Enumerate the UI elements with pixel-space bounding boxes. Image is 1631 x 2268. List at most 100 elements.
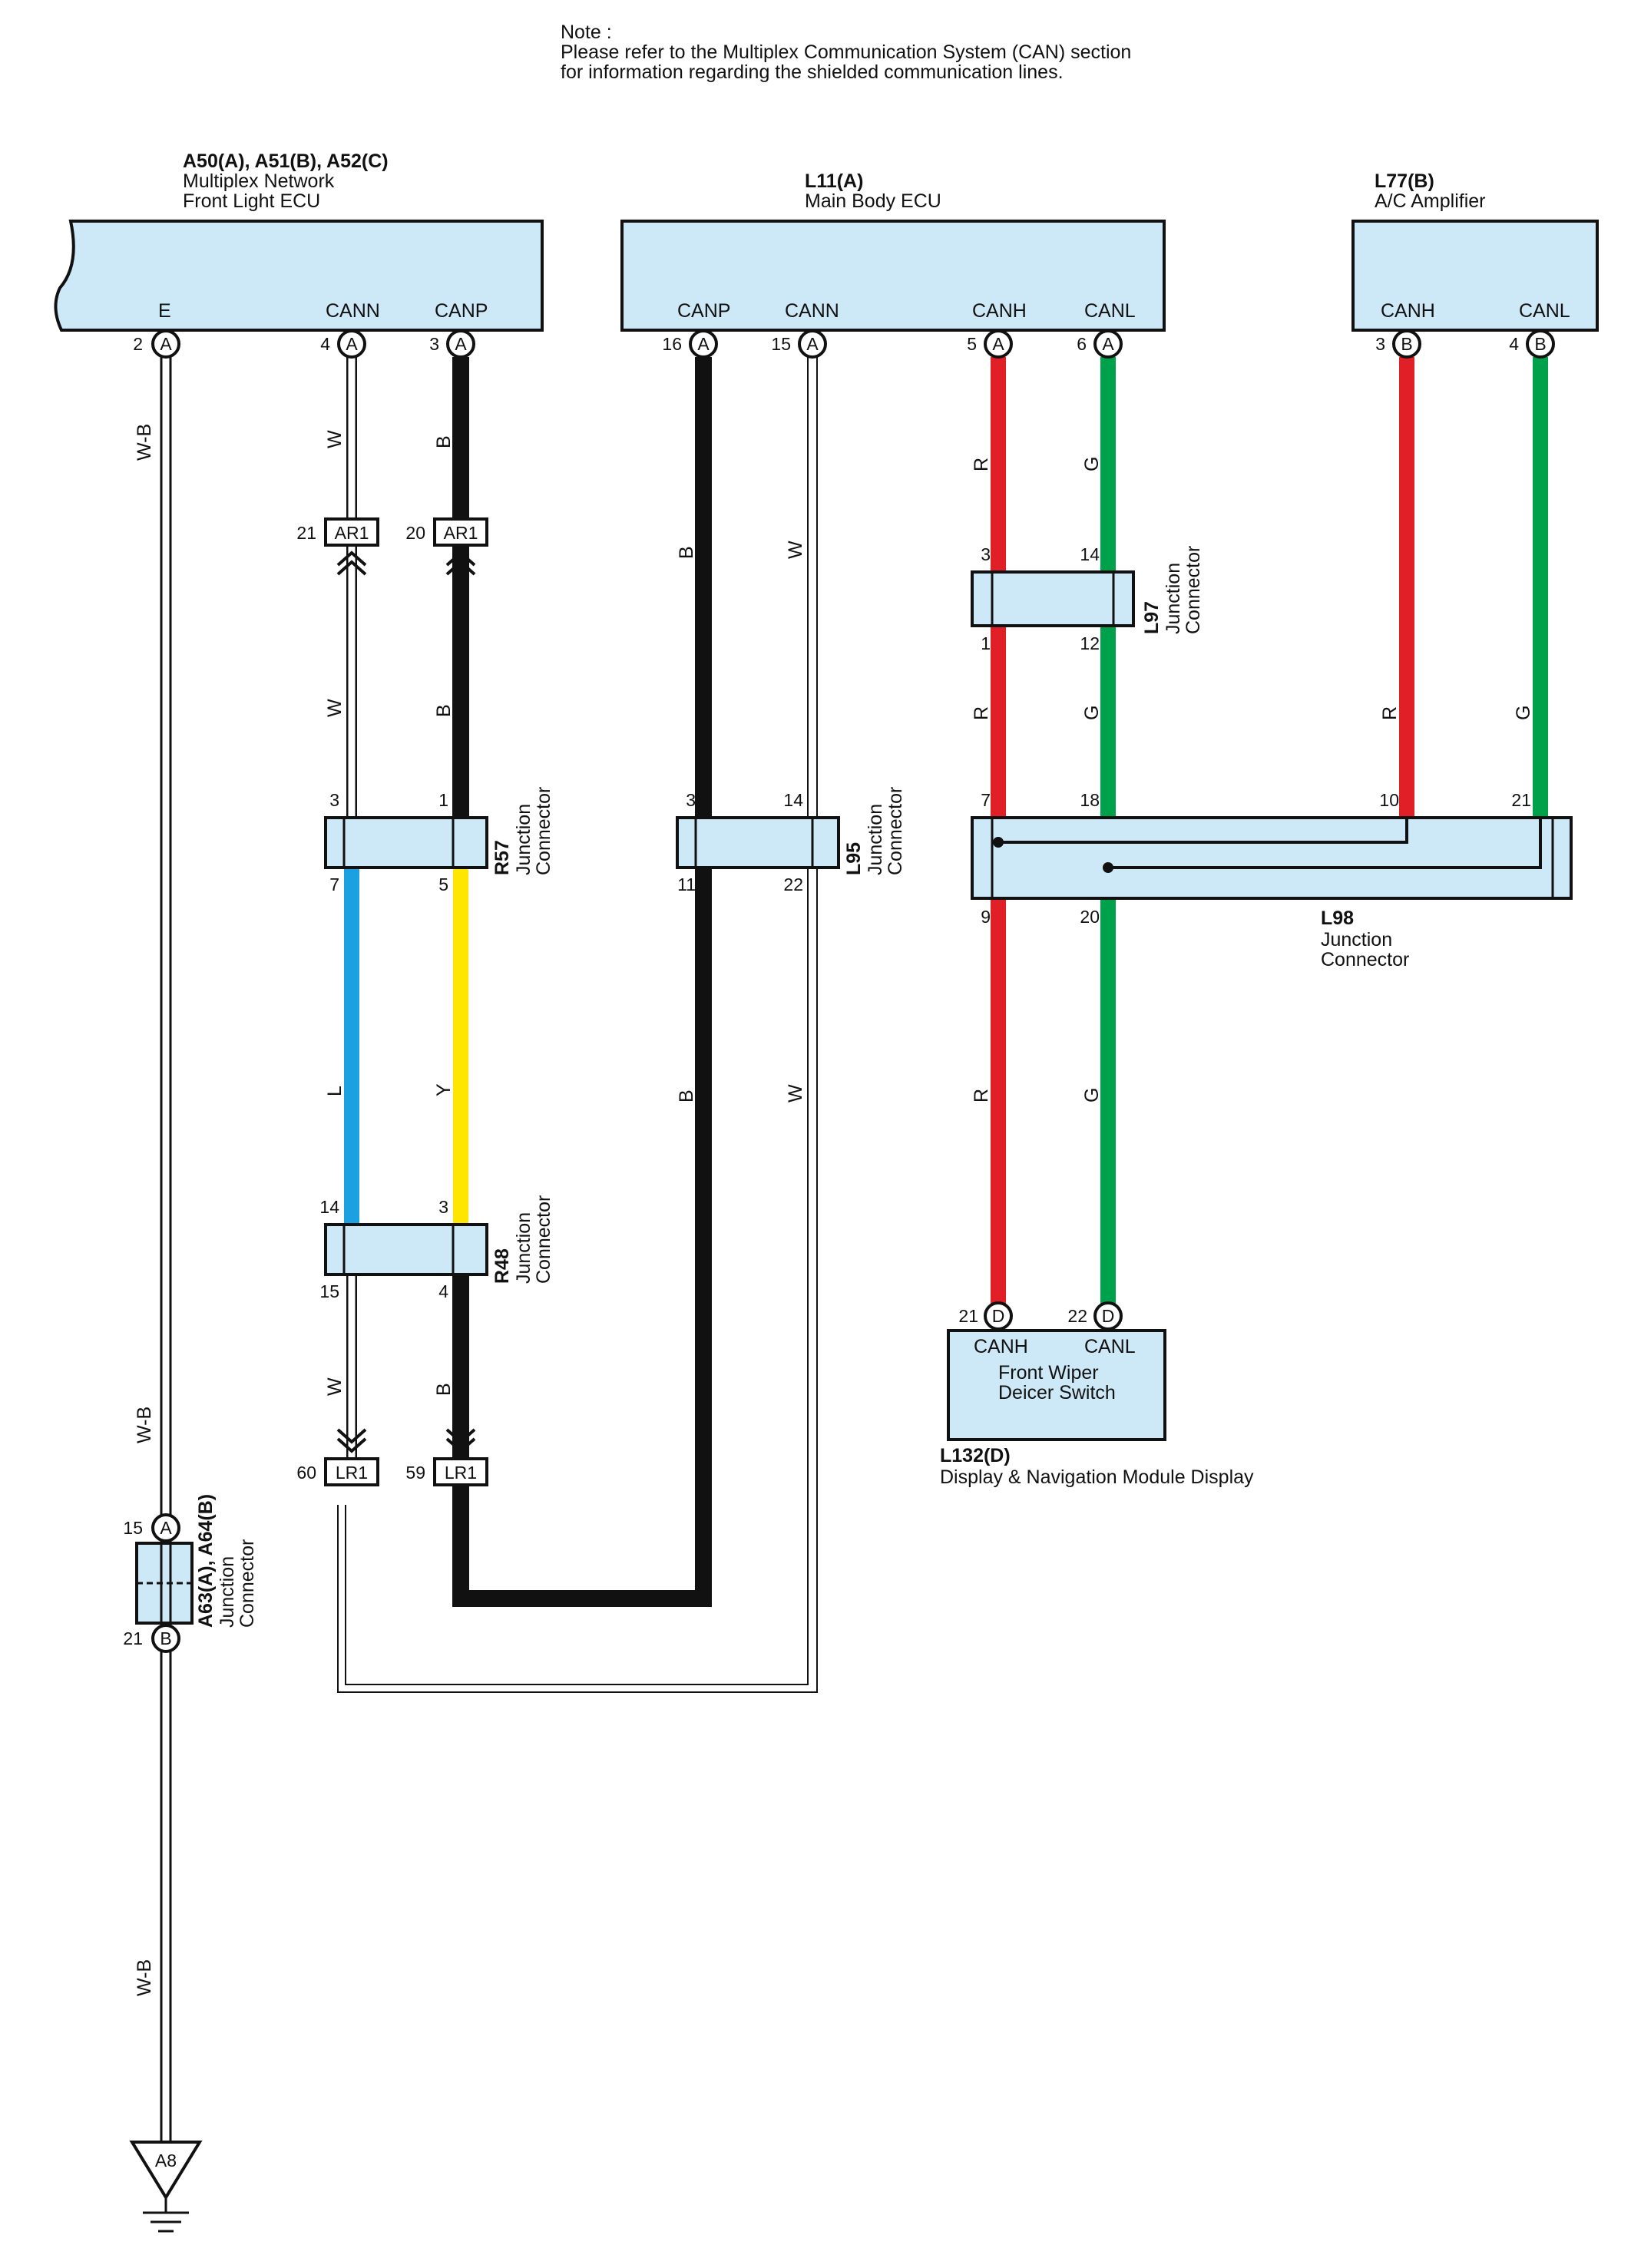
pin-name-canl: CANL [1084,300,1136,322]
pin-name-canp: CANP [435,300,488,322]
pin-letter: A [697,334,710,354]
pin-number: 5 [967,334,977,354]
pin-number: 21 [296,523,316,543]
wire-label-w: W [324,699,346,717]
pin-number: 1 [981,633,991,653]
wire-label-b: B [433,1383,455,1396]
wire-label-b: B [676,546,697,559]
r48-code: R48 [491,1248,513,1284]
junction-l98: 7 18 10 21 9 20 L98 Junction Connector [971,790,1573,970]
pin-letter: A [806,334,819,354]
r57-label-2: Connector [533,787,554,875]
note: Note : Please refer to the Multiplex Com… [561,21,1131,83]
pin-letter: A [455,334,467,354]
pin-name-cann: CANN [326,300,380,322]
pin-number: 60 [296,1463,316,1483]
pin-number: 20 [1080,907,1100,927]
note-line-2: for information regarding the shielded c… [561,61,1064,83]
pin-number: 21 [123,1628,143,1648]
display-inner-2: Deicer Switch [998,1382,1116,1403]
junction-l97: 3 14 1 12 L97 Junction Connector [971,544,1204,653]
pin-number: 22 [1067,1306,1087,1326]
lr1-label: LR1 [336,1463,368,1483]
pin-number: 14 [783,790,803,810]
pin-name-canp: CANP [677,300,730,322]
wire-label-b: B [433,435,455,448]
front-light-ecu-name-2: Front Light ECU [183,190,320,212]
pin-number: 4 [1509,334,1519,354]
main-body-ecu: L11(A) Main Body ECU CANP CANN CANH CANL [620,170,1166,332]
wire-label-l: L [324,1086,346,1096]
front-light-ecu-code: A50(A), A51(B), A52(C) [183,150,389,172]
ground-a8: A8 [129,2141,203,2233]
pin-name-canh: CANH [974,1336,1028,1357]
r57-code: R57 [491,840,513,875]
note-title: Note : [561,21,612,43]
pin-number: 3 [429,334,439,354]
wire-label-w: W [324,430,346,448]
ar1-label: AR1 [335,523,369,543]
pin-number: 15 [319,1281,339,1301]
front-light-ecu-name-1: Multiplex Network [183,170,335,192]
l95-label-2: Connector [885,787,906,875]
pin-letter: A [160,1518,172,1538]
pin-circles: A 2 A 4 A 3 A 16 A 15 A 5 A 6 B 3 B 4 D … [133,329,1555,1331]
lr1-label: LR1 [445,1463,477,1483]
pin-number: 12 [1080,633,1100,653]
a63-label-2: Connector [237,1539,258,1628]
l97-label: Junction [1163,563,1184,634]
a63-code: A63(A), A64(B) [195,1494,217,1628]
pin-number: 59 [405,1463,425,1483]
pin-letter: A [160,334,172,354]
l98-code: L98 [1321,908,1354,929]
pin-number: 10 [1379,790,1399,810]
pin-name-e: E [158,300,171,322]
pin-name-canl: CANL [1084,1336,1136,1357]
pin-letter: D [992,1306,1005,1326]
wire-label-w-b: W-B [134,1407,155,1443]
wire-label-g: G [1081,706,1103,720]
pin-letter: A [992,334,1004,354]
note-line-1: Please refer to the Multiplex Communicat… [561,41,1131,63]
pin-number: 18 [1080,790,1100,810]
l97-code: L97 [1141,601,1163,634]
r57-label: Junction [513,804,534,875]
pin-letter: D [1102,1306,1115,1326]
ac-amplifier-code: L77(B) [1375,170,1434,192]
main-body-ecu-name: Main Body ECU [805,190,941,212]
pin-number: 3 [438,1197,448,1217]
pin-number: 6 [1077,334,1087,354]
pin-number: 7 [981,790,991,810]
pin-number: 20 [405,523,425,543]
wire-label-r: R [971,458,992,471]
pin-number: 7 [329,874,339,894]
pin-number: 3 [686,790,696,810]
pin-number: 4 [438,1281,448,1301]
wire-label-b: B [433,704,455,717]
pin-number: 16 [662,334,682,354]
pin-name-canh: CANH [972,300,1027,322]
pin-letter: B [160,1628,171,1648]
ac-amplifier-name: A/C Amplifier [1375,190,1485,212]
pin-name-cann: CANN [785,300,839,322]
wire-w-cann-main-body [337,357,818,1693]
junction-r57: 3 1 7 5 R57 Junction Connector [324,787,554,894]
pin-letter: B [1534,334,1546,354]
r48-label-2: Connector [533,1195,554,1284]
front-light-ecu: A50(A), A51(B), A52(C) Multiplex Network… [54,150,544,332]
junction-a63-a64: A 15 B 21 A63(A), A64(B) Junction Connec… [123,1494,258,1653]
pin-number: 2 [133,334,143,354]
pin-letter: A [346,334,358,354]
wire-label-r: R [971,706,992,720]
pin-number: 3 [329,790,339,810]
junction-r48: 14 3 15 4 R48 Junction Connector [319,1195,554,1301]
pin-number: 21 [958,1306,978,1326]
l97-label-2: Connector [1183,546,1204,634]
pin-letter: B [1401,334,1412,354]
pin-number: 4 [320,334,330,354]
pin-number: 3 [981,544,991,564]
display-navigation-module: CANH CANL Front Wiper Deicer Switch L132… [940,1329,1254,1488]
ac-amplifier: L77(B) A/C Amplifier CANH CANL [1351,170,1599,332]
wire-label-r: R [971,1089,992,1103]
